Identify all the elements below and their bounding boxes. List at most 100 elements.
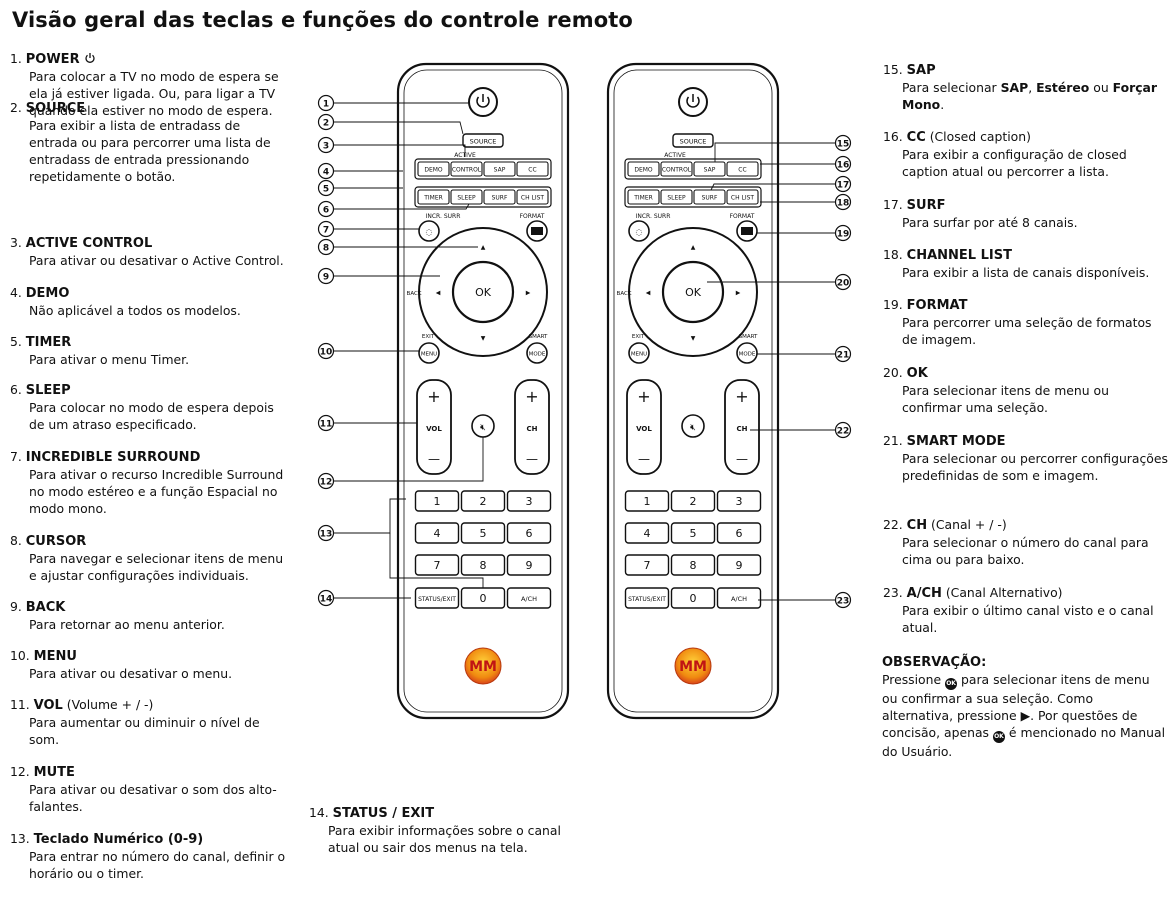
item-body: Para ativar ou desativar o som dos alto-… bbox=[29, 782, 277, 814]
key-frame bbox=[624, 587, 670, 609]
incredible-surround-button[interactable]: ◌ bbox=[628, 220, 650, 242]
item-heading: 9. BACK bbox=[10, 598, 290, 616]
key-7[interactable]: 7 bbox=[414, 554, 460, 576]
key-6[interactable]: 6 bbox=[506, 522, 552, 544]
top-button-demo[interactable]: DEMO bbox=[627, 161, 660, 177]
alt-channel-button[interactable]: A/CH bbox=[506, 587, 552, 609]
button-frame bbox=[516, 161, 549, 177]
smart-label: SMART bbox=[529, 334, 548, 340]
status-exit-button[interactable]: STATUS/EXIT bbox=[624, 587, 670, 609]
key-1[interactable]: 1 bbox=[414, 490, 460, 512]
power-button[interactable] bbox=[468, 87, 498, 117]
mute-button[interactable]: 🔇︎ bbox=[681, 414, 705, 438]
menu-button[interactable]: MENU bbox=[418, 342, 440, 364]
key-6[interactable]: 6 bbox=[716, 522, 762, 544]
key-0[interactable]: 0 bbox=[670, 587, 716, 609]
ok-button[interactable]: OK bbox=[451, 260, 515, 324]
key-label: 6 bbox=[526, 527, 533, 540]
key-5[interactable]: 5 bbox=[670, 522, 716, 544]
top-button-sap[interactable]: SAP bbox=[483, 161, 516, 177]
ok-button-ring bbox=[451, 260, 515, 324]
callout-circle bbox=[834, 193, 852, 211]
key-0[interactable]: 0 bbox=[460, 587, 506, 609]
key-3[interactable]: 3 bbox=[716, 490, 762, 512]
smart-mode-button[interactable]: MODE bbox=[736, 342, 758, 364]
mid-button-surf[interactable]: SURF bbox=[693, 189, 726, 205]
power-button[interactable] bbox=[678, 87, 708, 117]
button-label: SLEEP bbox=[457, 195, 476, 202]
key-label: STATUS/EXIT bbox=[418, 596, 456, 603]
key-9[interactable]: 9 bbox=[506, 554, 552, 576]
item-body: Para ativar o menu Timer. bbox=[29, 352, 190, 367]
mute-button[interactable]: 🔇︎ bbox=[471, 414, 495, 438]
key-label: 3 bbox=[526, 495, 533, 508]
item-title: VOL bbox=[33, 698, 63, 713]
item-title: SMART MODE bbox=[906, 434, 1006, 449]
top-button-demo[interactable]: DEMO bbox=[417, 161, 450, 177]
key-4[interactable]: 4 bbox=[414, 522, 460, 544]
top-button-control[interactable]: CONTROL bbox=[660, 161, 693, 177]
key-label: 8 bbox=[690, 559, 697, 572]
button-label: CH LIST bbox=[731, 195, 755, 202]
button-label: TIMER bbox=[633, 195, 653, 202]
key-9[interactable]: 9 bbox=[716, 554, 762, 576]
mid-button-surf[interactable]: SURF bbox=[483, 189, 516, 205]
top-button-sap[interactable]: SAP bbox=[693, 161, 726, 177]
mid-button-sleep[interactable]: SLEEP bbox=[660, 189, 693, 205]
key-1[interactable]: 1 bbox=[624, 490, 670, 512]
mid-button-timer[interactable]: TIMER bbox=[417, 189, 450, 205]
button-frame bbox=[417, 161, 450, 177]
vol-rocker[interactable]: +VOL— bbox=[626, 379, 662, 475]
menu-button[interactable]: MENU bbox=[628, 342, 650, 364]
top-button-cc[interactable]: CC bbox=[726, 161, 759, 177]
key-label: 7 bbox=[644, 559, 651, 572]
button-label: DEMO bbox=[424, 167, 443, 174]
description-item-13: 13. Teclado Numérico (0-9)Para entrar no… bbox=[10, 830, 290, 882]
mid-button-sleep[interactable]: SLEEP bbox=[450, 189, 483, 205]
callout-line bbox=[334, 437, 484, 482]
alt-channel-button[interactable]: A/CH bbox=[716, 587, 762, 609]
button-label: TIMER bbox=[423, 195, 443, 202]
key-5[interactable]: 5 bbox=[460, 522, 506, 544]
mute-icon: 🔇︎ bbox=[480, 423, 486, 433]
ok-button[interactable]: OK bbox=[661, 260, 725, 324]
key-3[interactable]: 3 bbox=[506, 490, 552, 512]
key-frame bbox=[460, 522, 506, 544]
key-2[interactable]: 2 bbox=[670, 490, 716, 512]
brand-logo: MM bbox=[674, 647, 712, 685]
ch-rocker[interactable]: +CH— bbox=[724, 379, 760, 475]
top-button-cc[interactable]: CC bbox=[516, 161, 549, 177]
callout-circle bbox=[834, 421, 852, 439]
mid-button-ch-list[interactable]: CH LIST bbox=[516, 189, 549, 205]
key-label: 5 bbox=[690, 527, 697, 540]
format-button[interactable] bbox=[736, 220, 758, 242]
rocker-label: CH bbox=[527, 425, 538, 433]
smart-mode-button[interactable]: MODE bbox=[526, 342, 548, 364]
cursor-down-icon: ▼ bbox=[481, 335, 486, 342]
status-exit-button[interactable]: STATUS/EXIT bbox=[414, 587, 460, 609]
key-label: 7 bbox=[434, 559, 441, 572]
source-button[interactable]: SOURCE bbox=[462, 133, 504, 148]
format-button[interactable] bbox=[526, 220, 548, 242]
mid-button-ch-list[interactable]: CH LIST bbox=[726, 189, 759, 205]
mid-button-timer[interactable]: TIMER bbox=[627, 189, 660, 205]
callout-line bbox=[334, 203, 470, 210]
key-4[interactable]: 4 bbox=[624, 522, 670, 544]
top-button-control[interactable]: CONTROL bbox=[450, 161, 483, 177]
key-8[interactable]: 8 bbox=[670, 554, 716, 576]
callout-number: 19 bbox=[837, 229, 850, 239]
ch-rocker[interactable]: +CH— bbox=[514, 379, 550, 475]
source-button[interactable]: SOURCE bbox=[672, 133, 714, 148]
incredible-surround-button[interactable]: ◌ bbox=[418, 220, 440, 242]
key-2[interactable]: 2 bbox=[460, 490, 506, 512]
smart-label: SMART bbox=[739, 334, 758, 340]
key-8[interactable]: 8 bbox=[460, 554, 506, 576]
vol-rocker[interactable]: +VOL— bbox=[416, 379, 452, 475]
callout-number: 6 bbox=[323, 205, 329, 215]
key-7[interactable]: 7 bbox=[624, 554, 670, 576]
callout-circle bbox=[834, 175, 852, 193]
logo-text: MM bbox=[679, 659, 707, 675]
